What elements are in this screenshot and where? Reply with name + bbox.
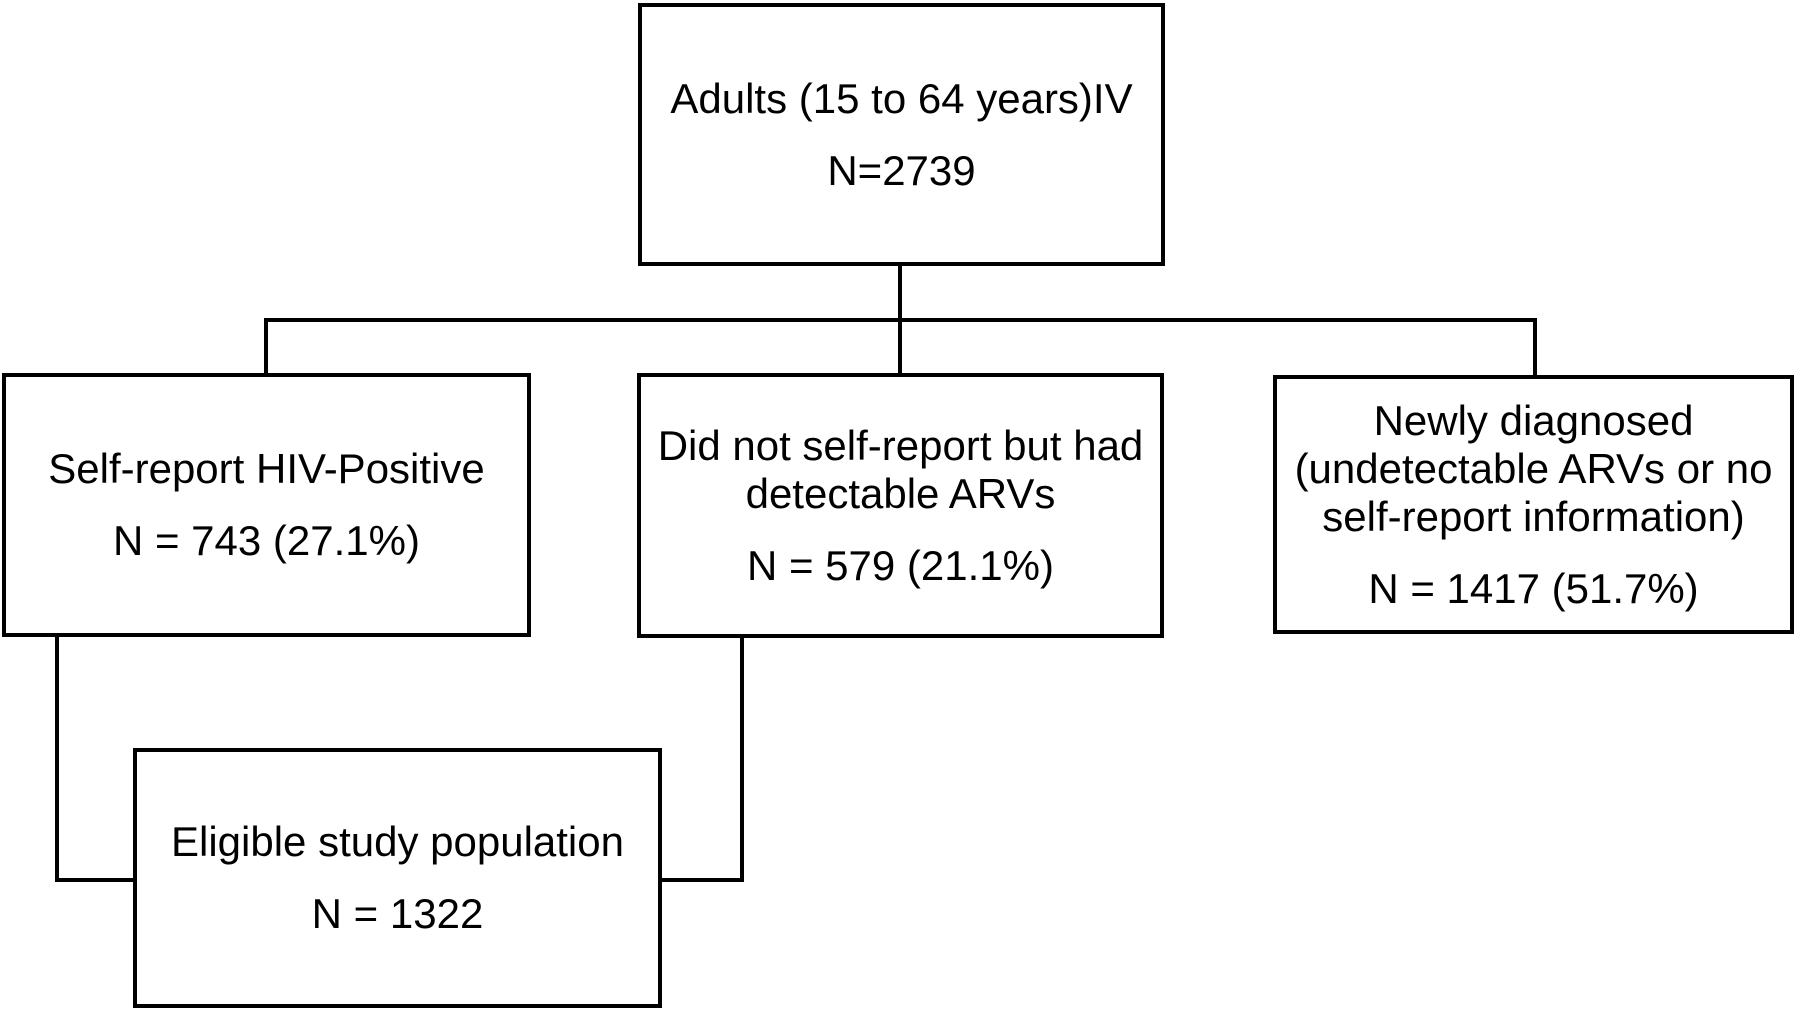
self-report-box-count: N = 743 (27.1%) [112, 517, 420, 564]
newly-diagnosed-box-count: N = 1417 (51.7%) [1368, 564, 1699, 612]
newly-diagnosed-box-title-line2: (undetectable ARVs or no [1294, 444, 1773, 492]
newly-diagnosed-box: Newly diagnosed (undetectable ARVs or no… [1273, 375, 1794, 634]
newly-diagnosed-box-title-line3: self-report information) [1322, 492, 1745, 540]
arv-detected-box-count: N = 579 (21.1%) [746, 541, 1054, 589]
newly-diagnosed-box-title-line1: Newly diagnosed [1373, 396, 1694, 444]
connector-drop-left-line [264, 320, 268, 376]
connector-branch-line [264, 318, 1537, 322]
arv-detected-box-title-line1: Did not self-report but had [657, 421, 1144, 469]
connector-middle-vertical-line [740, 636, 744, 882]
eligible-population-box: Eligible study population N = 1322 [133, 748, 662, 1008]
adults-box: Adults (15 to 64 years)IV N=2739 [638, 3, 1165, 266]
connector-middle-horizontal-line [661, 878, 744, 882]
connector-left-horizontal-line [55, 878, 137, 882]
arv-detected-box: Did not self-report but had detectable A… [637, 373, 1164, 638]
newly-diagnosed-box-title: Newly diagnosed (undetectable ARVs or no… [1295, 397, 1773, 541]
self-report-box-title: Self-report HIV-Positive [48, 445, 485, 492]
self-report-box: Self-report HIV-Positive N = 743 (27.1%) [2, 373, 531, 637]
adults-box-title: Adults (15 to 64 years)IV [670, 74, 1133, 122]
connector-left-vertical-line [55, 634, 59, 882]
arv-detected-box-title: Did not self-report but had detectable A… [658, 422, 1144, 518]
eligible-population-box-count: N = 1322 [311, 890, 484, 937]
connector-drop-right-line [1533, 320, 1537, 378]
adults-box-count: N=2739 [827, 146, 976, 194]
arv-detected-box-title-line2: detectable ARVs [745, 469, 1056, 517]
eligible-population-box-title: Eligible study population [171, 818, 624, 865]
